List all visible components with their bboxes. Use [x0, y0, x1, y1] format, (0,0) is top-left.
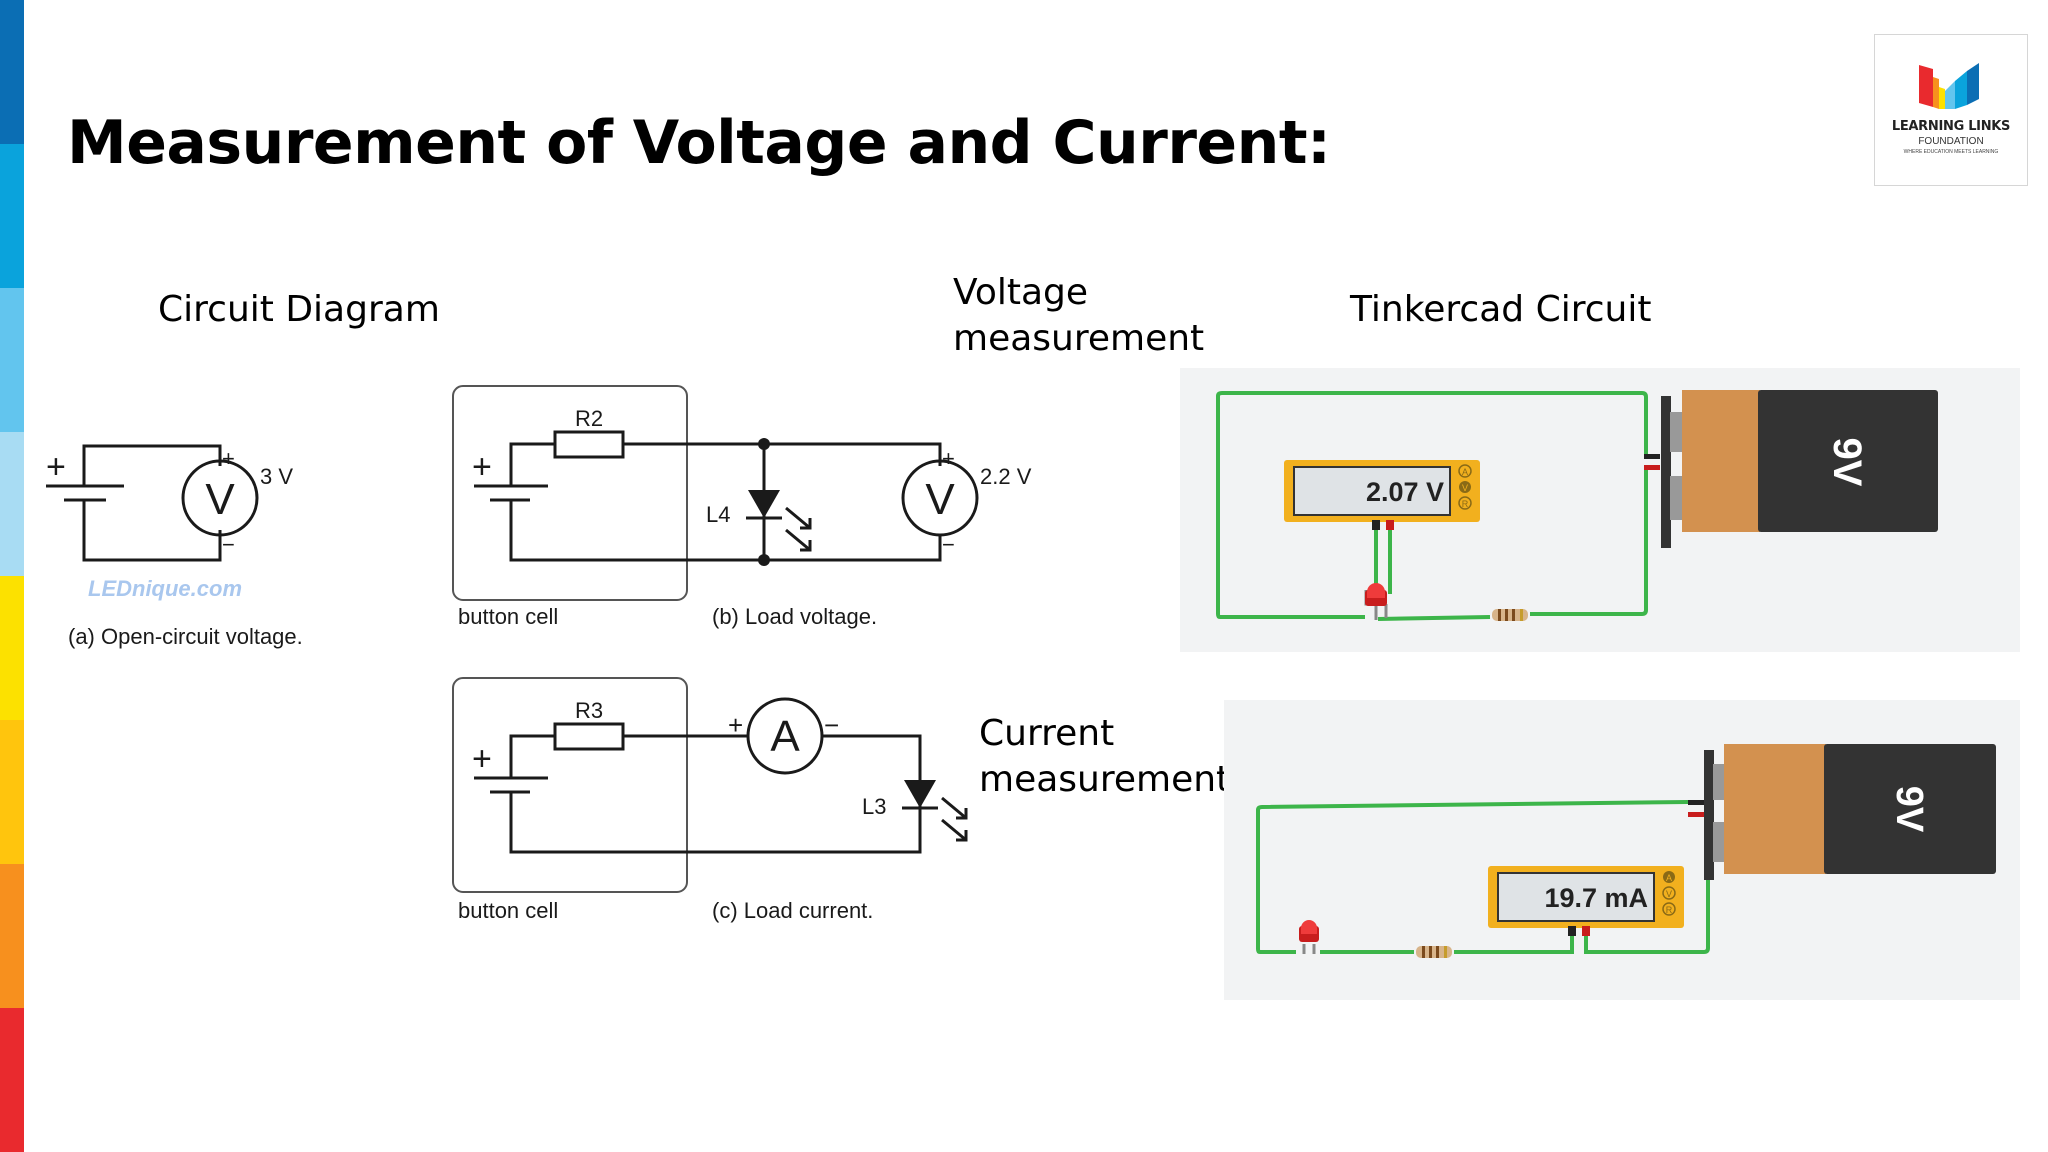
logo-text: LEARNING LINKS: [1891, 119, 2011, 134]
meter-button-a-2-label: A: [1666, 873, 1672, 883]
stripe-6: [0, 720, 24, 864]
stripe-1: [0, 0, 24, 144]
voltage-label-line1: Voltage: [953, 272, 1089, 313]
node-top: [758, 438, 770, 450]
stripe-7: [0, 864, 24, 1008]
meter-button-r: [1458, 496, 1472, 510]
watermark: LEDnique.com: [88, 576, 242, 601]
open-circuit-diagram: [46, 444, 259, 562]
stripe-8: [0, 1008, 24, 1152]
meter-button-v-2-label: V: [1666, 889, 1672, 899]
current-label-line2: measurement: [979, 759, 1231, 800]
led-l3-label: L3: [862, 794, 886, 819]
resistor-r2-label: R2: [575, 406, 603, 431]
meter-button-a-label: A: [1462, 467, 1468, 477]
minus-sign-am: −: [824, 710, 839, 740]
meter-button-v-2: [1662, 886, 1676, 900]
logo-subtext: FOUNDATION: [1918, 136, 1984, 147]
battery-9v-voltage: 9V: [1644, 390, 1938, 548]
plus-sign-b: +: [472, 448, 492, 486]
caption-c: (c) Load current.: [712, 898, 873, 923]
node-bottom: [758, 554, 770, 566]
led-l4: [746, 490, 812, 552]
caption-b: (b) Load voltage.: [712, 604, 877, 629]
meter-button-a-2: [1663, 871, 1675, 883]
logo-icon: [1919, 63, 1979, 109]
plus-sign-c: +: [472, 740, 492, 778]
meter-button-v-label: V: [1462, 483, 1468, 493]
button-cell-label-2: button cell: [458, 898, 558, 923]
resistor-component-2: [1416, 946, 1452, 958]
plus-sign-a: +: [46, 448, 66, 486]
multimeter-current: 19.7 mA A V R: [1488, 866, 1684, 936]
logo: LEARNING LINKS FOUNDATION WHERE EDUCATIO…: [1874, 34, 2028, 186]
led-component-2: [1299, 920, 1319, 954]
resistor-r3-label: R3: [575, 698, 603, 723]
voltage-measurement-label: Voltage measurement: [953, 270, 1204, 362]
load-voltage-diagram: [452, 385, 979, 601]
resistor-r3: [553, 722, 625, 751]
meter-button-r-label: R: [1462, 499, 1469, 509]
minus-sign-va: −: [222, 532, 235, 557]
current-reading: 19.7 mA: [1544, 883, 1648, 913]
plus-sign-va: +: [222, 446, 235, 471]
multimeter-voltage: 2.07 V A V R: [1284, 460, 1480, 530]
meter-button-a: [1458, 464, 1472, 478]
meter-button-r-2: [1662, 902, 1676, 916]
voltage-reading: 2.07 V: [1366, 477, 1444, 507]
slide-title: Measurement of Voltage and Current:: [67, 108, 1331, 178]
ammeter-symbol: A: [770, 712, 800, 761]
current-label-line1: Current: [979, 713, 1115, 754]
stripe-5: [0, 576, 24, 720]
load-current-diagram: [452, 677, 922, 893]
led-l3: [902, 780, 968, 842]
tinkercad-voltage-panel: 2.07 V A V R 9V: [1180, 368, 2020, 652]
resistor-component: [1492, 609, 1528, 621]
stripe-3: [0, 288, 24, 432]
caption-a: (a) Open-circuit voltage.: [68, 624, 303, 649]
battery-9v-current: 9V: [1688, 744, 1996, 880]
resistor-r2: [553, 430, 625, 459]
voltmeter-symbol-a: V: [205, 475, 235, 524]
battery-label-1: 9V: [1825, 438, 1869, 487]
load-voltage-label: 2.2 V: [980, 464, 1032, 489]
button-cell-label-1: button cell: [458, 604, 558, 629]
battery-label-2: 9V: [1888, 786, 1930, 833]
tinkercad-current-panel: 19.7 mA A V R 9V: [1224, 700, 2020, 1000]
minus-sign-vb: −: [942, 532, 955, 557]
voltmeter-symbol-b: V: [925, 475, 955, 524]
voltmeter-a: [181, 459, 259, 537]
plus-sign-vb: +: [942, 446, 955, 471]
current-measurement-label: Current measurement: [979, 711, 1230, 803]
led-component: [1364, 583, 1388, 620]
plus-sign-am: +: [728, 710, 743, 740]
meter-button-v: [1459, 481, 1471, 493]
led-l4-label: L4: [706, 502, 730, 527]
open-voltage-label: 3 V: [260, 464, 293, 489]
ammeter: [746, 697, 824, 775]
meter-button-r-2-label: R: [1666, 905, 1673, 915]
voltage-label-line2: measurement: [953, 318, 1205, 359]
stripe-4: [0, 432, 24, 576]
voltmeter-b: [901, 459, 979, 537]
circuit-diagram-label: Circuit Diagram: [158, 289, 440, 330]
tinkercad-circuit-label: Tinkercad Circuit: [1350, 289, 1652, 330]
stripe-2: [0, 144, 24, 288]
logo-tagline: WHERE EDUCATION MEETS LEARNING: [1903, 149, 1999, 155]
